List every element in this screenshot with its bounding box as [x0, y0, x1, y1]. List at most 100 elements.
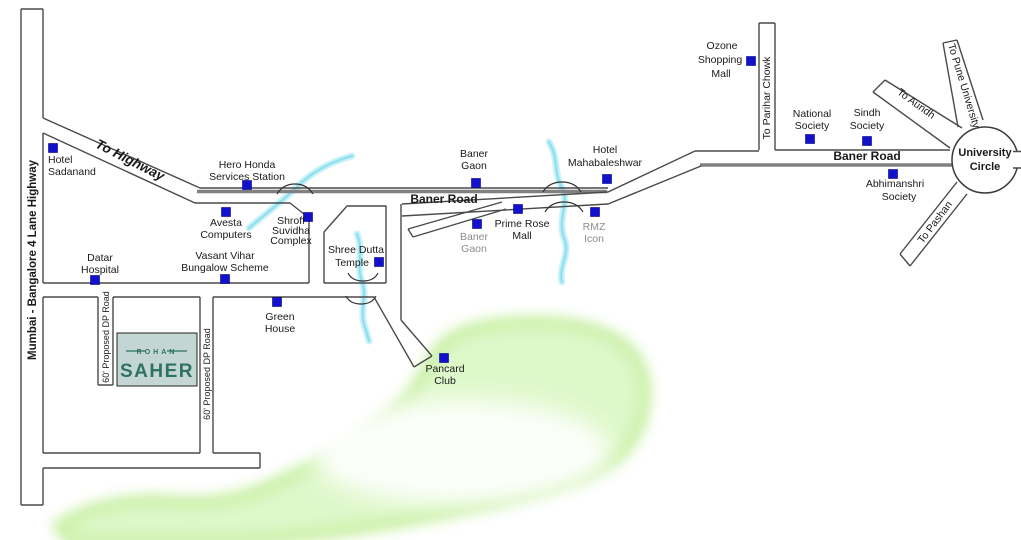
hotel-sadanand-marker [48, 143, 58, 153]
dp-road-east-label: 60' Proposed DP Road [202, 328, 212, 420]
baner-gaon-north-marker [471, 178, 481, 188]
shroff-suvidha-label-3: Complex [270, 235, 312, 247]
abhimanshri-society-label-2: Society [882, 191, 917, 203]
prime-rose-mall-label: Prime Rose [495, 218, 550, 230]
logo-brand: ROHAN [137, 349, 178, 356]
ozone-mall-label-3: Mall [711, 68, 730, 80]
pancard-club-marker [439, 353, 449, 363]
datar-hospital-label: Datar [87, 252, 113, 264]
national-society-label-2: Society [795, 120, 830, 132]
east-stub-fill [1013, 151, 1021, 168]
south-blocks-edges [42, 132, 387, 284]
vasant-vihar-label: Vasant Vihar [195, 250, 255, 262]
highway-outline [20, 8, 44, 506]
green-area-edge [50, 315, 652, 540]
to-pashan-road [899, 181, 968, 267]
vasant-vihar-label-2: Bungalow Scheme [181, 262, 269, 274]
prime-rose-mall-label-2: Mall [512, 230, 531, 242]
mumbai-highway-label: Mumbai - Bangalore 4 Lane Highway [27, 159, 39, 360]
to-pune-university-road [942, 39, 984, 128]
green-house-marker [272, 297, 282, 307]
university-circle-label: University [958, 147, 1012, 159]
to-aundh-label: To Aundh [895, 86, 938, 122]
hero-honda-marker [242, 180, 252, 190]
road-outlines [20, 8, 984, 506]
shroff-suvidha-label: Shroff [277, 215, 305, 227]
hotel-sadanand-label-2: Sadanand [48, 166, 96, 178]
to-parihar-chowk-label: To Parihar Chowk [761, 56, 773, 140]
ozone-mall-label: Ozone [707, 40, 738, 52]
bridge-marks [276, 181, 584, 305]
shree-dutta-temple-label-2: Temple [335, 257, 369, 269]
stream-rmz-core [548, 141, 567, 283]
rmz-icon-marker [590, 207, 600, 217]
slip-road [407, 201, 507, 238]
national-society-marker [805, 134, 815, 144]
stream-hero-honda-core [248, 155, 353, 229]
east-stub-edges [1013, 150, 1021, 169]
green-open-area [50, 315, 652, 540]
datar-hospital-marker [90, 275, 100, 285]
shroff-suvidha-label-2: Suvidha [272, 225, 310, 237]
stream-temple-core [356, 233, 370, 342]
university-circle [951, 126, 1019, 194]
baner-gaon-north-label-2: Gaon [461, 160, 487, 172]
hotel-mahabaleshwar-label: Hotel [593, 144, 618, 156]
shree-dutta-temple-marker [374, 257, 384, 267]
hotel-mahabaleshwar-marker [602, 174, 612, 184]
landmark-labels: Hotel Sadanand Hero Honda Services Stati… [48, 40, 924, 387]
sindh-society-marker [862, 136, 872, 146]
landmark-markers [48, 56, 898, 363]
baner-gaon-north-label: Baner [460, 148, 489, 160]
hotel-sadanand-label: Hotel [48, 154, 73, 166]
pancard-club-label: Pancard [425, 363, 464, 375]
middle-road-and-pancard-branch [43, 204, 433, 368]
project-logo-box: ROHAN SAHER [116, 332, 198, 387]
avesta-computers-label-2: Computers [200, 229, 251, 241]
bridge-temple [347, 272, 379, 282]
to-highway-label: To Highway [93, 136, 168, 184]
hotel-mahabaleshwar-label-2: Mahabaleshwar [568, 157, 643, 169]
green-area-pale-center [310, 400, 610, 504]
rmz-icon-label: RMZ [583, 221, 606, 233]
to-pashan-label: To Pashan [915, 199, 955, 246]
bridge-baner-gaon [542, 181, 582, 193]
baner-road-east-label: Baner Road [833, 149, 900, 163]
to-aundh-road [872, 79, 963, 149]
baner-gaon-south-label: Baner [460, 231, 489, 243]
baner-road-west-label: Baner Road [410, 192, 477, 206]
bridge-green-house-road [345, 295, 377, 305]
baner-lower-branch [401, 150, 702, 217]
sindh-society-label: Sindh [854, 107, 881, 119]
bridge-hero-honda [276, 183, 314, 195]
logo-project: SAHER [120, 361, 194, 382]
ozone-mall-marker [746, 56, 756, 66]
national-society-label: National [793, 108, 832, 120]
rmz-icon-label-2: Icon [584, 233, 604, 245]
logo-background [116, 332, 198, 387]
abhimanshri-society-label: Abhimanshri [866, 178, 924, 190]
baner-gaon-south-label-2: Gaon [461, 243, 487, 255]
green-house-label-2: House [265, 323, 296, 335]
shroff-suvidha-marker [303, 212, 313, 222]
vasant-vihar-marker [220, 274, 230, 284]
dp-road-west-label: 60' Proposed DP Road [101, 291, 111, 383]
abhimanshri-society-marker [888, 169, 898, 179]
hero-honda-label: Hero Honda [219, 159, 276, 171]
university-circle-label-2: Circle [970, 161, 1001, 173]
pancard-club-label-2: Club [434, 375, 456, 387]
dp-roads-and-bottom-road [43, 297, 261, 469]
shree-dutta-temple-label: Shree Dutta [328, 244, 384, 256]
bridge-rmz [544, 201, 584, 213]
ozone-mall-label-2: Shopping [698, 54, 743, 66]
prime-rose-mall-marker [513, 204, 523, 214]
streams [245, 138, 570, 345]
to-highway-and-baner-top-edge [42, 117, 608, 189]
datar-hospital-label-2: Hospital [81, 264, 119, 276]
sindh-society-label-2: Society [850, 120, 885, 132]
green-house-label: Green [265, 311, 294, 323]
avesta-computers-marker [221, 207, 231, 217]
to-parihar-road [758, 22, 776, 150]
avesta-computers-label: Avesta [210, 217, 242, 229]
